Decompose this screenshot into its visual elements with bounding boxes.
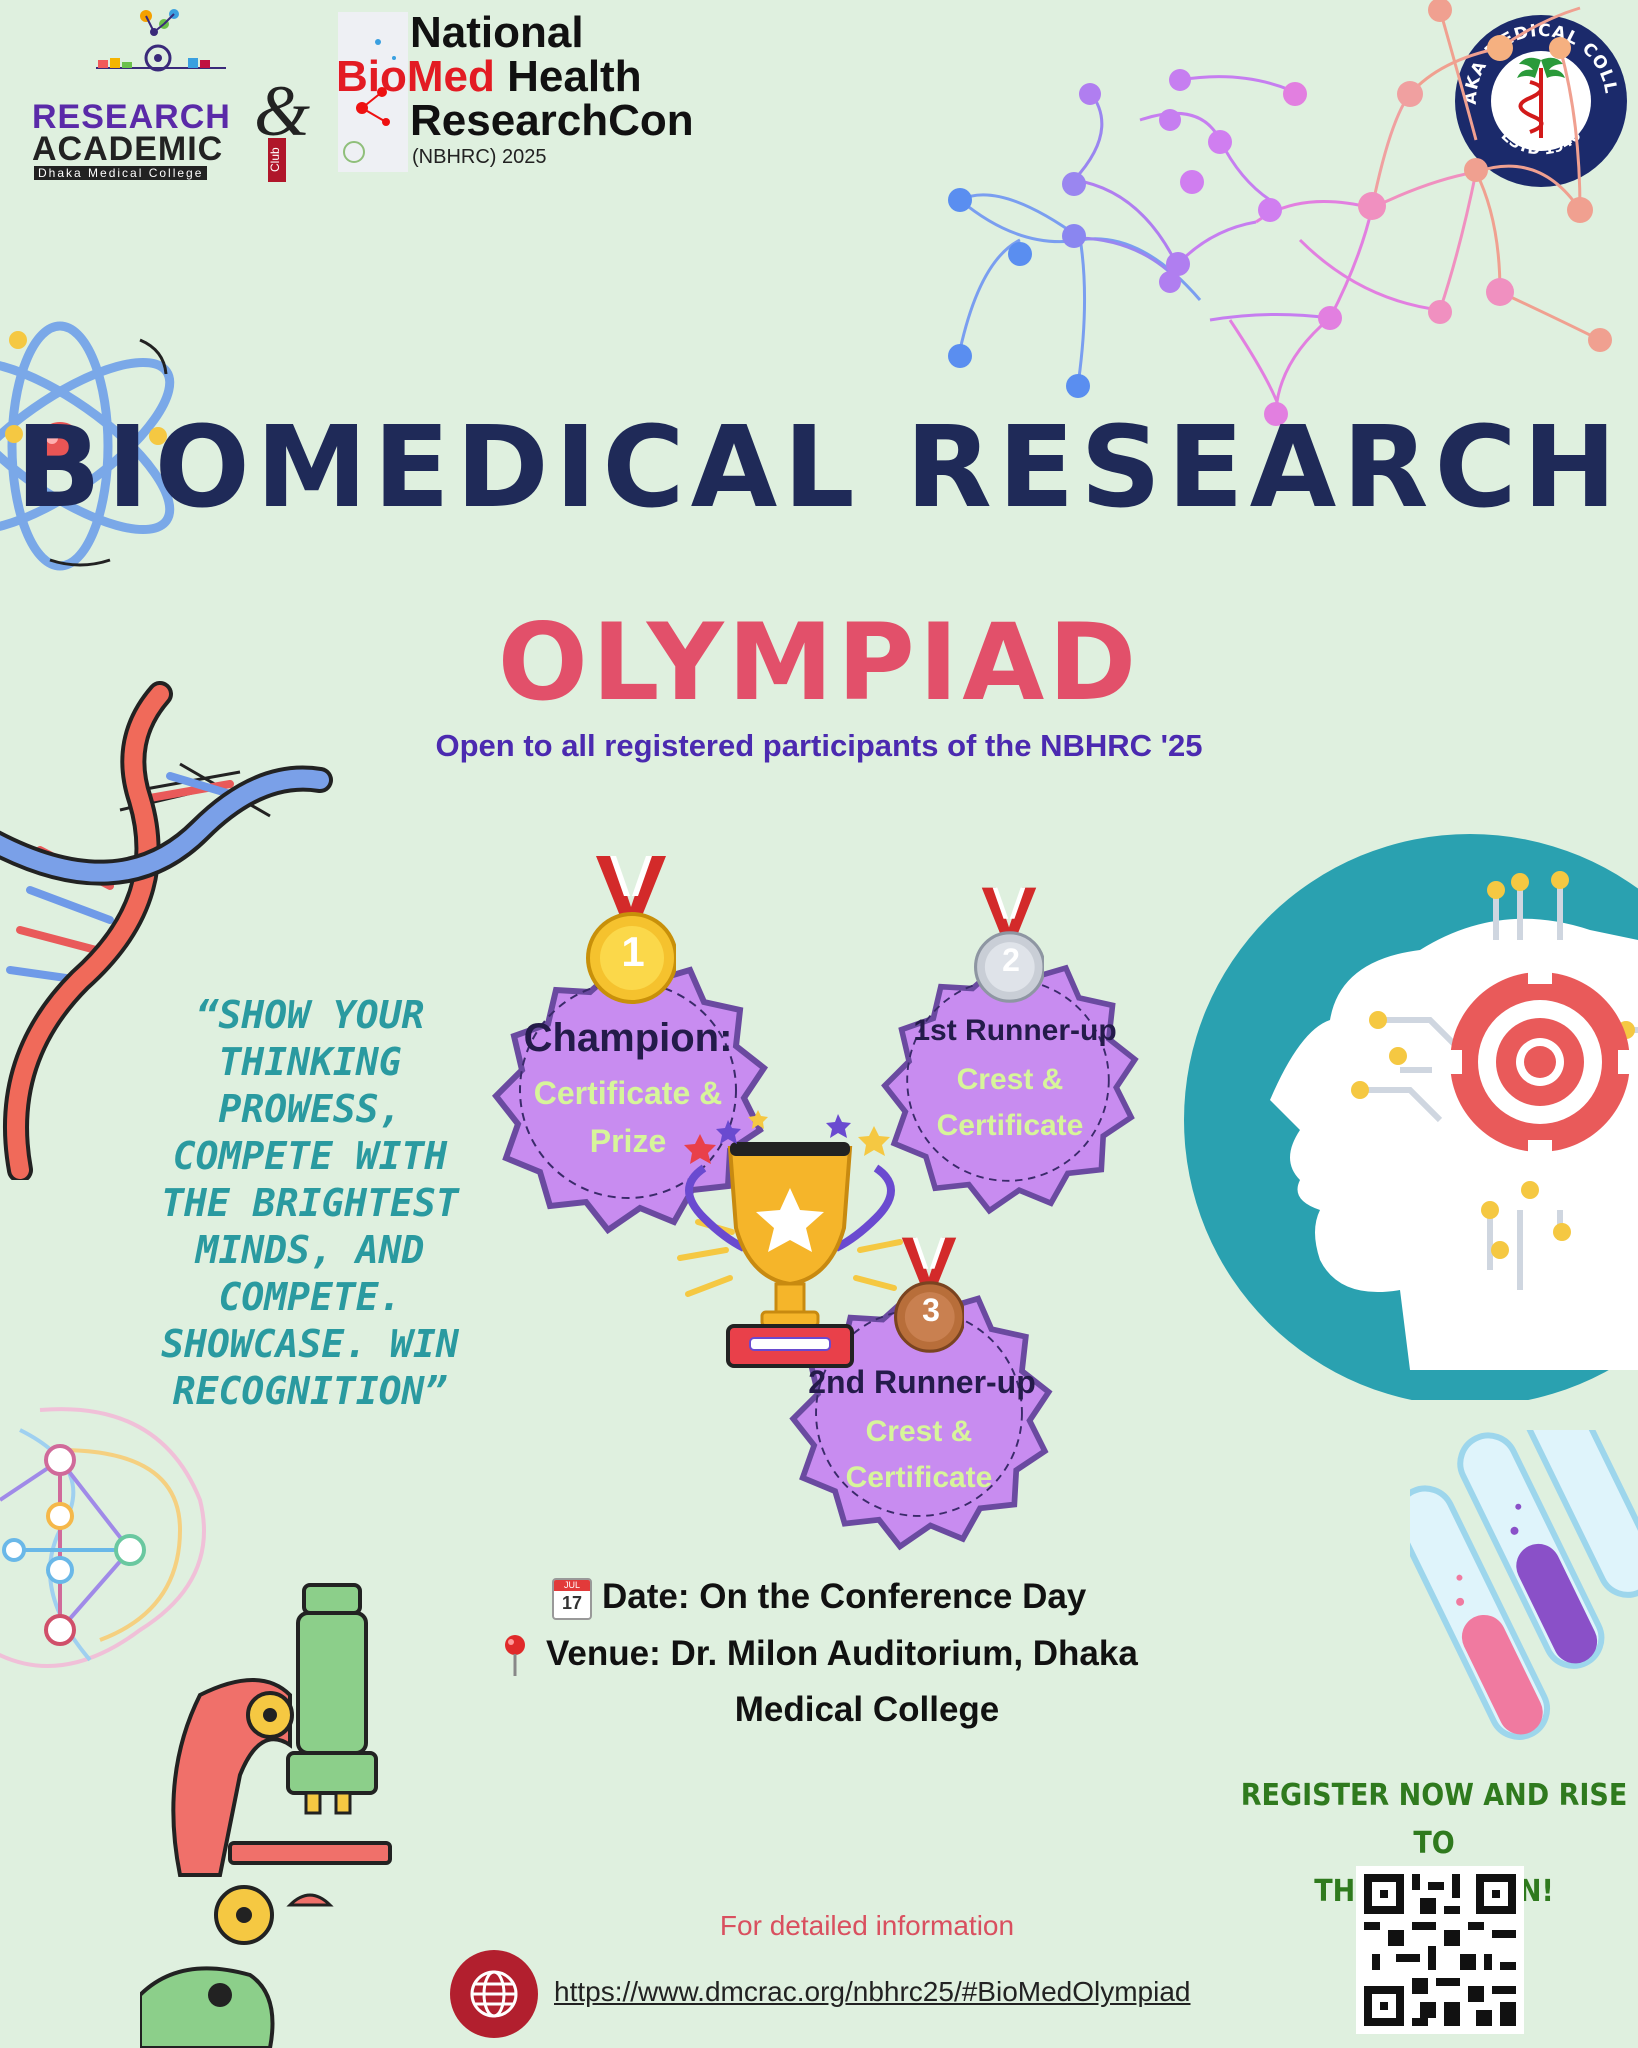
microscope-icon	[140, 1583, 392, 2048]
calendar-day: 17	[561, 1593, 583, 1613]
dna-network-icon	[96, 9, 226, 72]
motivational-quote: “SHOW YOUR THINKING PROWESS, COMPETE WIT…	[161, 993, 459, 1413]
first-runner-up-reward-line1: Crest &	[956, 1063, 1064, 1096]
olympiad-website-link[interactable]: https://www.dmcrac.org/nbhrc25/#BioMedOl…	[554, 1976, 1191, 2007]
neural-network-decoration	[948, 0, 1612, 426]
ai-head-icon	[1184, 834, 1638, 1400]
first-runner-up-title: 1st Runner-up	[913, 1014, 1117, 1047]
silver-medal-icon	[974, 887, 1044, 1003]
eligibility-tagline: Open to all registered participants of t…	[435, 728, 1203, 763]
page-subtitle: OLYMPIAD	[497, 601, 1141, 724]
nbhrc-logo-line1: National	[410, 8, 584, 57]
club-logo-tag: Club	[268, 138, 286, 182]
nbhrc-logo-health: Health	[494, 52, 642, 101]
calendar-icon: JUL 17	[552, 1578, 592, 1620]
champion-title: Champion:	[523, 1016, 733, 1060]
event-venue-line2: Medical College	[734, 1690, 1000, 1729]
nbhrc-logo: National BioMed Health ResearchCon (NBHR…	[334, 8, 754, 172]
register-line1: REGISTER NOW AND RISE TO	[1240, 1778, 1628, 1861]
second-runner-up-badge-shape	[789, 1283, 1053, 1551]
second-runner-up-reward-line1: Crest &	[865, 1415, 973, 1448]
detail-info-label: For detailed information	[719, 1910, 1015, 1941]
club-logo-line1: RESEARCH	[32, 98, 231, 136]
nbhrc-logo-line4: (NBHRC) 2025	[412, 146, 547, 168]
club-logo-ampersand: &	[254, 71, 311, 151]
location-pin-icon	[505, 1635, 525, 1676]
gold-medal-icon	[586, 856, 676, 1004]
page-title: BIOMEDICAL RESEARCH	[15, 403, 1623, 533]
research-academic-club-logo: RESEARCH ACADEMIC Dhaka Medical College …	[28, 8, 318, 182]
nbhrc-logo-biomed: BioMed	[336, 52, 495, 101]
calendar-month: JUL	[554, 1580, 590, 1591]
first-runner-up-medal-rank: 2	[1002, 942, 1020, 978]
trophy-icon	[677, 1110, 903, 1368]
second-runner-up-medal-rank: 3	[922, 1292, 940, 1328]
champion-medal-rank: 1	[621, 928, 645, 975]
club-logo-subtitle: Dhaka Medical College	[34, 166, 208, 180]
bronze-medal-icon	[894, 1237, 964, 1353]
event-date: Date: On the Conference Day	[602, 1577, 1087, 1616]
champion-reward-line2: Prize	[589, 1123, 667, 1159]
molecule-icon	[338, 12, 408, 172]
test-tubes-icon	[1410, 1430, 1638, 1740]
nbhrc-logo-line2: BioMed Health	[336, 52, 642, 102]
second-runner-up-title: 2nd Runner-up	[808, 1364, 1036, 1400]
dna-helix-icon	[0, 681, 333, 1180]
nbhrc-logo-line3: ResearchCon	[410, 96, 694, 145]
club-logo-line2: ACADEMIC	[32, 130, 224, 168]
globe-icon[interactable]	[448, 1948, 540, 2040]
first-runner-up-reward-line2: Certificate	[936, 1109, 1084, 1142]
event-venue-line1: Venue: Dr. Milon Auditorium, Dhaka	[546, 1634, 1138, 1673]
champion-reward-line1: Certificate &	[533, 1075, 723, 1111]
registration-qr-code[interactable]	[1356, 1866, 1524, 2034]
atom-icon	[0, 321, 182, 571]
neuron-network-icon	[0, 1407, 206, 1668]
second-runner-up-reward-line2: Certificate	[845, 1461, 993, 1494]
